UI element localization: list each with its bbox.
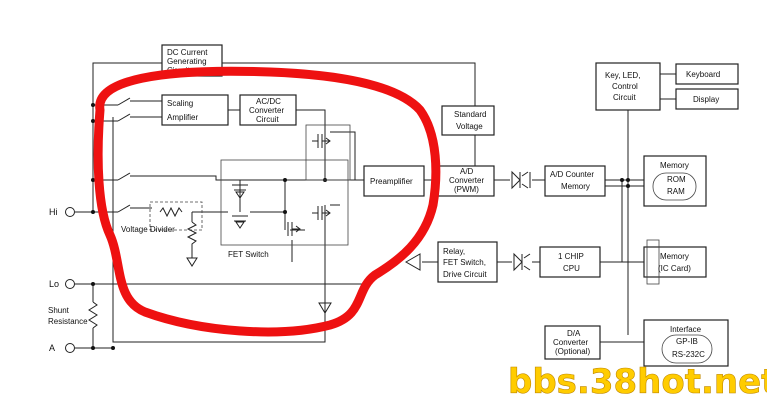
ground-symbols xyxy=(318,302,332,314)
wiring xyxy=(75,62,676,349)
hi-label: Hi xyxy=(49,207,58,217)
a-label: A xyxy=(49,343,55,353)
da-converter-optional: D/A Converter (Optional) xyxy=(544,325,601,360)
svg-text:RAM: RAM xyxy=(667,187,685,196)
svg-text:Drive Circuit: Drive Circuit xyxy=(443,270,487,279)
svg-text:Converter: Converter xyxy=(249,106,284,115)
junction-dots xyxy=(91,103,630,350)
shunt-label-1: Shunt xyxy=(48,306,70,315)
voltage-divider: Voltage Divider xyxy=(121,201,203,267)
a-terminal xyxy=(65,343,75,353)
svg-text:A/D Counter: A/D Counter xyxy=(550,170,594,179)
svg-text:Keyboard: Keyboard xyxy=(686,70,720,79)
svg-text:Interface: Interface xyxy=(670,325,702,334)
fet-1 xyxy=(232,180,248,199)
input-switches xyxy=(117,97,131,213)
svg-text:AC/DC: AC/DC xyxy=(256,97,281,106)
svg-text:Voltage: Voltage xyxy=(456,122,483,131)
one-chip-cpu: 1 CHIP CPU xyxy=(539,246,601,278)
fet-switch-label: FET Switch xyxy=(228,250,269,259)
scaling-amplifier: Scaling Amplifier xyxy=(161,94,229,126)
svg-text:GP-IB: GP-IB xyxy=(676,337,698,346)
svg-text:Preamplifier: Preamplifier xyxy=(370,177,413,186)
memory-ic-card: Memory (IC Card) xyxy=(643,239,707,285)
fet-2 xyxy=(232,215,248,229)
svg-text:1 CHIP: 1 CHIP xyxy=(558,252,584,261)
svg-text:Generating: Generating xyxy=(167,57,207,66)
memory-rom-ram: Memory ROM RAM xyxy=(643,155,707,207)
svg-text:Converter: Converter xyxy=(553,338,588,347)
svg-text:Memory: Memory xyxy=(561,182,590,191)
svg-text:A/D: A/D xyxy=(460,167,474,176)
svg-text:Scaling: Scaling xyxy=(167,99,193,108)
fet-5 xyxy=(287,222,301,236)
watermark-text: bbs.38hot.net xyxy=(508,362,767,400)
svg-text:Key, LED,: Key, LED, xyxy=(605,71,640,80)
interface-gpib-rs232c: Interface GP-IB RS-232C xyxy=(643,319,729,367)
standard-voltage: Standard Voltage xyxy=(441,105,495,136)
optocoupler-cpu xyxy=(513,252,531,272)
fet-4 xyxy=(312,206,331,220)
ad-converter-pwm: A/D Converter (PWM) xyxy=(436,165,495,197)
svg-text:DC Current: DC Current xyxy=(167,48,208,57)
svg-text:Standard: Standard xyxy=(454,110,486,119)
svg-text:CPU: CPU xyxy=(563,264,580,273)
voltage-divider-label: Voltage Divider xyxy=(121,225,175,234)
preamplifier: Preamplifier xyxy=(363,165,425,197)
svg-text:Circuit: Circuit xyxy=(256,115,279,124)
svg-text:Converter: Converter xyxy=(449,176,484,185)
red-highlight-loop xyxy=(93,66,441,337)
keyboard: Keyboard xyxy=(675,63,739,85)
key-led-control-circuit: Key, LED, Control Circuit xyxy=(595,62,661,111)
svg-text:D/A: D/A xyxy=(567,329,581,338)
optocoupler-ad xyxy=(511,170,531,190)
ad-counter-memory: A/D Counter Memory xyxy=(544,165,606,197)
svg-text:Control: Control xyxy=(612,82,638,91)
lo-label: Lo xyxy=(49,279,59,289)
svg-text:Display: Display xyxy=(693,95,719,104)
svg-text:Amplifier: Amplifier xyxy=(167,113,198,122)
svg-text:Memory: Memory xyxy=(660,161,689,170)
svg-text:Memory: Memory xyxy=(660,252,689,261)
shunt-resistor: Shunt Resistance xyxy=(48,301,98,329)
svg-text:RS-232C: RS-232C xyxy=(672,350,705,359)
fet-3 xyxy=(312,134,331,148)
svg-text:ROM: ROM xyxy=(667,175,686,184)
acdc-converter-circuit: AC/DC Converter Circuit xyxy=(239,94,297,126)
lo-terminal xyxy=(65,279,75,289)
svg-text:(Optional): (Optional) xyxy=(555,347,590,356)
svg-text:(IC Card): (IC Card) xyxy=(658,264,691,273)
display: Display xyxy=(675,88,739,110)
svg-text:Relay,: Relay, xyxy=(443,247,465,256)
svg-text:FET Switch,: FET Switch, xyxy=(443,258,486,267)
svg-text:Circuit: Circuit xyxy=(613,93,636,102)
relay-fet-switch-drive-circuit: Relay, FET Switch, Drive Circuit xyxy=(437,241,498,283)
shunt-label-2: Resistance xyxy=(48,317,88,326)
input-terminals: Hi Lo A xyxy=(49,207,75,353)
hi-terminal xyxy=(65,207,75,217)
svg-text:(PWM): (PWM) xyxy=(454,185,479,194)
fet-switch-group: FET Switch xyxy=(220,124,351,259)
